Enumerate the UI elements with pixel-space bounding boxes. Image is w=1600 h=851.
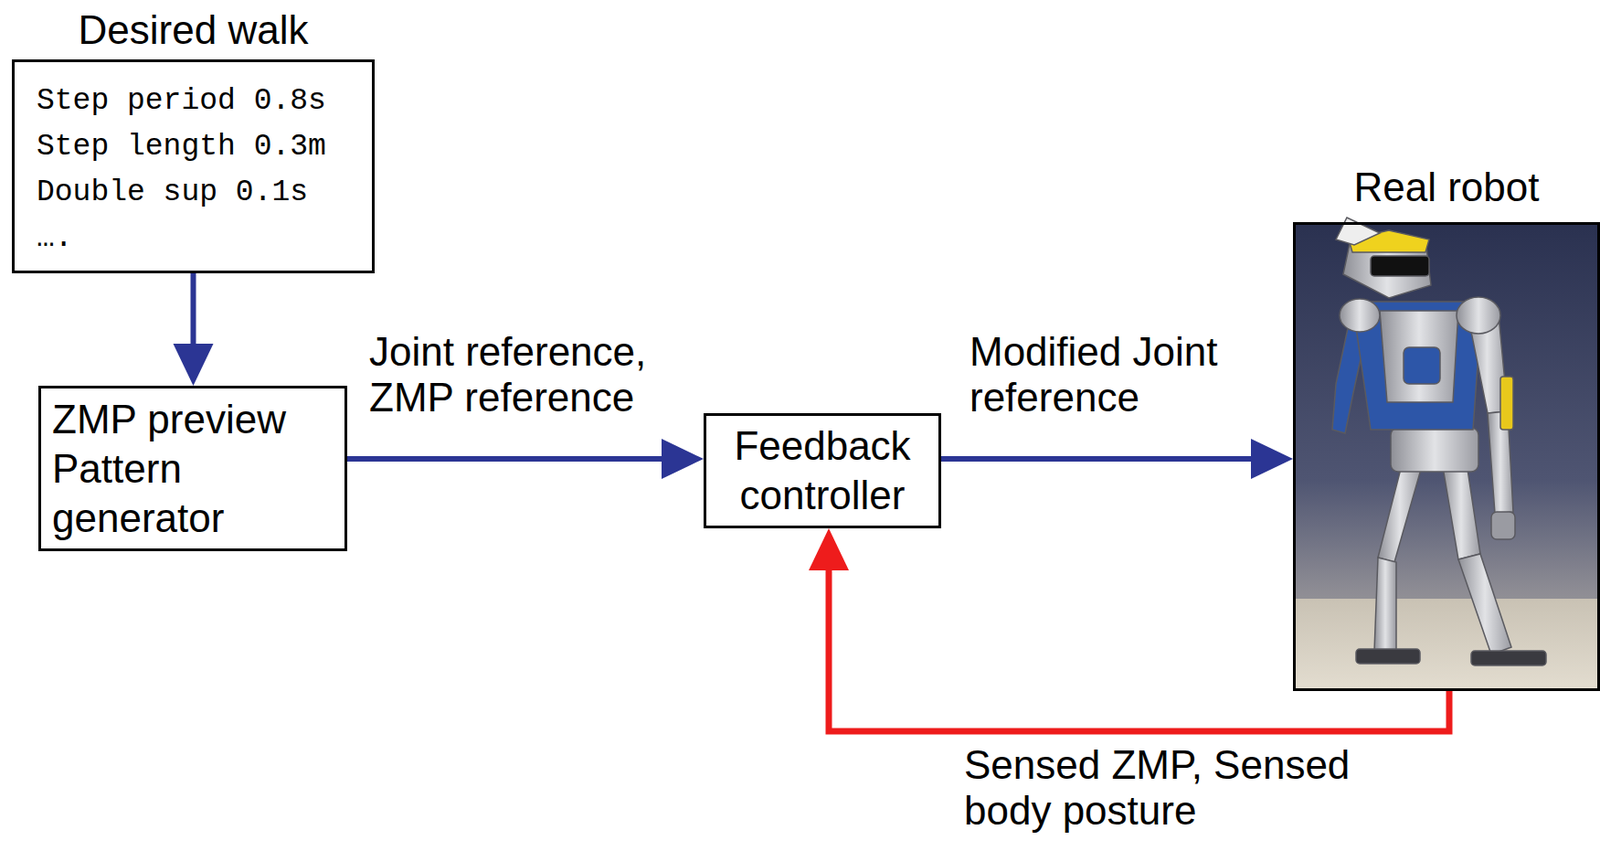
input-box: Desired walkStep period 0.8sStep length … [11, 7, 375, 274]
robot-figure [1332, 217, 1547, 666]
signal-arrow [808, 528, 1450, 732]
node-text: Double sup 0.1s [36, 169, 354, 216]
arrowhead [173, 343, 214, 386]
node-text: Feedback controller [715, 421, 930, 520]
node-text: ZMP preview Pattern generator [52, 394, 334, 543]
photo-floor [1292, 598, 1600, 691]
connector-line [941, 455, 1252, 462]
photo-backdrop [1292, 222, 1600, 691]
connector-line [347, 455, 663, 462]
arrowhead [661, 438, 704, 479]
connector-line [828, 569, 1450, 732]
node-frame: ZMP preview Pattern generator [38, 385, 348, 551]
signal-arrow [347, 438, 704, 479]
node-frame: Step period 0.8sStep length 0.3mDouble s… [11, 59, 375, 274]
node-frame: Feedback controller [703, 413, 942, 529]
node-frame [1292, 222, 1600, 691]
robot-photo-frame: Real robot [1292, 164, 1600, 691]
signal-label: Joint reference, ZMP reference [369, 328, 699, 421]
node-text: Step period 0.8s [36, 78, 354, 125]
signal-label: Sensed ZMP, Sensed body posture [964, 741, 1352, 834]
connector-line [190, 273, 197, 345]
process-box: ZMP preview Pattern generator [38, 385, 348, 551]
arrowhead [808, 528, 849, 571]
arrowhead [1250, 438, 1293, 479]
signal-arrow [173, 273, 214, 386]
node-text: Step length 0.3m [36, 124, 354, 170]
node-heading: Real robot [1292, 164, 1600, 223]
signal-arrow [941, 438, 1293, 479]
process-box: Feedback controller [703, 413, 942, 529]
signal-label: Modified Joint reference [969, 328, 1281, 421]
node-text: …. [36, 215, 354, 262]
node-heading: Desired walk [11, 7, 375, 60]
